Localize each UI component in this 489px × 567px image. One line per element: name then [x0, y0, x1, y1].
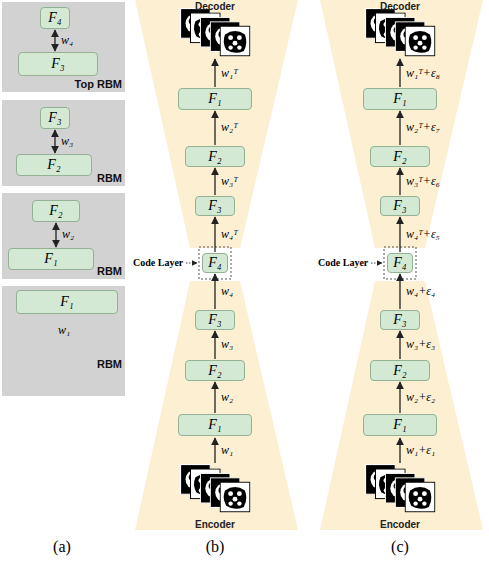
weight-label: w₄ — [61, 34, 73, 47]
weight-label: w₃ᵀ+ε₆ — [406, 175, 440, 188]
layer-box: F₁ — [178, 414, 252, 436]
layer-box: F₁ — [178, 88, 252, 110]
layer-box: F₄ — [202, 253, 227, 273]
layer-name: F₄ — [208, 256, 221, 270]
layer-box: F₁ — [8, 248, 94, 270]
rbm-panel: RBM F₁ — [2, 286, 125, 396]
layer-name: F₁ — [393, 418, 406, 432]
layer-box: F₂ — [16, 154, 92, 176]
panel-caption: (a) — [53, 538, 71, 556]
layer-name: F₃ — [48, 111, 61, 125]
layer-box: F₂ — [370, 360, 430, 381]
weight-arrow — [214, 217, 215, 252]
layer-name: F₄ — [48, 11, 61, 25]
weight-label: w₄ᵀ — [221, 228, 238, 241]
weight-label: w₃ᵀ — [221, 175, 238, 188]
layer-box: F₃ — [380, 196, 420, 216]
rbm-label: RBM — [97, 172, 122, 184]
weight-label: w₄+ε₄ — [406, 285, 435, 298]
layer-box: F₁ — [363, 414, 437, 436]
rbm-label: Top RBM — [75, 78, 122, 90]
weight-label: w₁+ε₁ — [406, 443, 435, 458]
weight-label: w₃+ε₃ — [406, 338, 435, 351]
layer-name: F₁ — [44, 252, 57, 266]
weight-arrow — [399, 168, 400, 195]
weight-label: w₁ᵀ — [221, 66, 238, 81]
section-title: Decoder — [195, 1, 235, 12]
layer-name: F₃ — [51, 57, 64, 71]
layer-box: F₁ — [16, 290, 118, 314]
layer-name: F₁ — [393, 92, 406, 106]
layer-box: F₁ — [363, 88, 437, 110]
layer-name: F₄ — [393, 256, 406, 270]
layer-box: F₃ — [195, 310, 235, 330]
weight-label: w₂ᵀ+ε₇ — [406, 121, 440, 134]
weight-label: w₂ — [62, 228, 74, 241]
weight-label: w₄ — [221, 285, 233, 298]
layer-box: F₂ — [185, 146, 245, 167]
callout-text: Code Layer — [133, 257, 183, 268]
section-title: Encoder — [380, 519, 420, 530]
rbm-label: RBM — [97, 358, 122, 370]
panel-caption: (c) — [391, 538, 409, 556]
weight-arrow — [55, 223, 56, 247]
layer-name: F₂ — [208, 150, 221, 164]
weight-arrow — [214, 111, 215, 145]
layer-name: F₁ — [60, 295, 73, 309]
layer-box: F₄ — [387, 253, 412, 273]
layer-name: F₂ — [393, 150, 406, 164]
weight-arrow — [214, 382, 215, 413]
weight-label: w₃ — [61, 135, 73, 148]
weight-arrow — [399, 382, 400, 413]
weight-label: w₂ᵀ — [221, 121, 238, 134]
layer-name: F₂ — [393, 364, 406, 378]
weight-arrow — [399, 217, 400, 252]
layer-box: F₃ — [380, 310, 420, 330]
layer-box: F₂ — [370, 146, 430, 167]
weight-arrow — [214, 331, 215, 359]
layer-name: F₃ — [208, 199, 221, 213]
weight-arrow — [399, 331, 400, 359]
weight-arrow — [54, 30, 55, 51]
layer-box: F₃ — [18, 52, 98, 76]
layer-name: F₂ — [49, 204, 62, 218]
layer-name: F₃ — [208, 313, 221, 327]
weight-label: w₁ — [221, 443, 233, 458]
layer-box: F₂ — [32, 200, 80, 222]
section-title: Encoder — [195, 519, 235, 530]
layer-name: F₂ — [208, 364, 221, 378]
weight-arrow — [399, 111, 400, 145]
weight-arrow — [214, 168, 215, 195]
callout-text: Code Layer — [318, 257, 368, 268]
rbm-label: RBM — [97, 265, 122, 277]
weight-arrow — [214, 274, 215, 309]
layer-name: F₃ — [393, 313, 406, 327]
weight-label: w₁ᵀ+ε₈ — [406, 66, 440, 81]
weight-label: w₄ᵀ+ε₅ — [406, 228, 440, 241]
weight-label: w₂ — [221, 391, 233, 404]
weight-arrow — [399, 274, 400, 309]
layer-box: F₄ — [40, 7, 70, 29]
rbm-panel: Top RBM F₄ F₃ — [2, 2, 125, 92]
layer-box: F₃ — [195, 196, 235, 216]
weight-label: w₃ — [221, 338, 233, 351]
weight-label: w₂+ε₂ — [406, 391, 435, 404]
layer-name: F₁ — [208, 92, 221, 106]
section-title: Decoder — [380, 1, 420, 12]
layer-box: F₂ — [185, 360, 245, 381]
weight-label: w₁ — [58, 323, 70, 338]
panel-caption: (b) — [206, 538, 225, 556]
layer-name: F₂ — [47, 158, 60, 172]
layer-name: F₃ — [393, 199, 406, 213]
layer-box: F₃ — [40, 107, 70, 129]
weight-arrow — [54, 130, 55, 153]
layer-name: F₁ — [208, 418, 221, 432]
